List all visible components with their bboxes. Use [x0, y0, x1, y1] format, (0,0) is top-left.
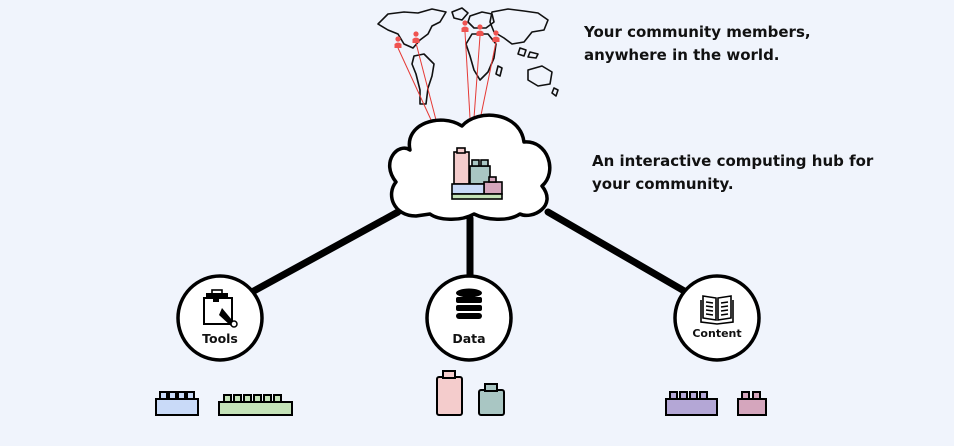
member-person-icon	[461, 20, 469, 32]
node-label-tools: Tools	[202, 331, 238, 346]
hub-bricks-icon	[451, 147, 503, 200]
book-icon	[700, 295, 734, 325]
member-person-icon	[492, 30, 500, 42]
node-label-content: Content	[692, 327, 741, 340]
connectors	[248, 208, 690, 296]
database-icon	[456, 288, 482, 319]
world-map	[377, 7, 559, 105]
connector-content	[544, 208, 690, 296]
member-person-icon	[476, 24, 484, 36]
connector-tools	[248, 208, 402, 296]
community-caption: Your community members, anywhere in the …	[584, 23, 811, 64]
content-bricks	[665, 391, 767, 416]
hub-caption: An interactive computing hub for your co…	[592, 152, 874, 193]
member-person-icon	[394, 36, 402, 48]
node-data: Data	[425, 274, 513, 362]
member-pins	[394, 20, 500, 48]
member-links	[397, 31, 497, 123]
member-person-icon	[412, 31, 420, 43]
node-tools: Tools	[176, 274, 264, 362]
node-label-data: Data	[452, 331, 485, 346]
toolbox-icon	[203, 289, 238, 328]
node-content: Content	[673, 274, 761, 362]
data-bricks	[436, 370, 505, 416]
tools-bricks	[155, 391, 293, 416]
